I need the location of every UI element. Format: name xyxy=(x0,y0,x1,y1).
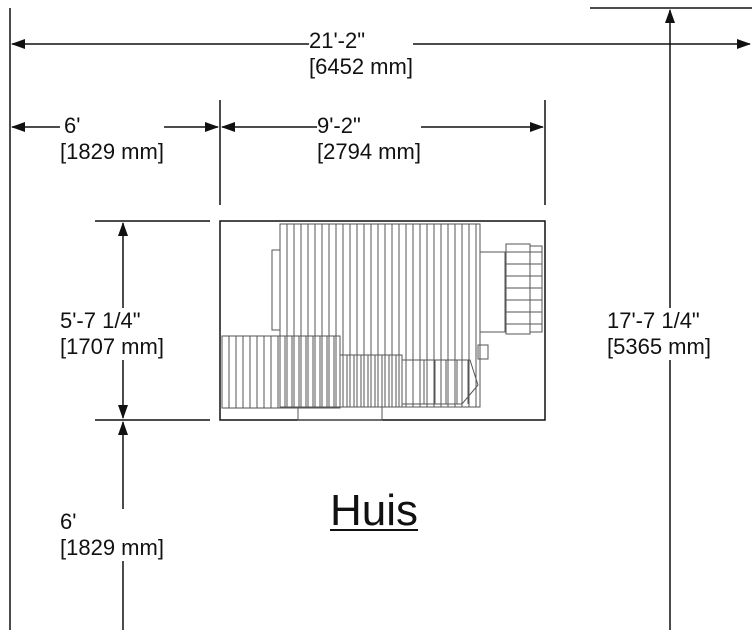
main-deck xyxy=(279,223,481,408)
left-clearance-imperial: 6' xyxy=(64,113,81,138)
unit-width-imperial: 9'-2" xyxy=(317,113,361,138)
overall-depth-metric: [5365 mm] xyxy=(607,334,711,359)
unit-depth-metric: [1707 mm] xyxy=(60,334,164,359)
unit-width-label: 9'-2" [2794 mm] xyxy=(317,113,421,165)
unit-depth-imperial: 5'-7 1/4" xyxy=(60,308,141,333)
overall-width-imperial: 21'-2" xyxy=(309,28,366,53)
overall-width-metric: [6452 mm] xyxy=(309,54,413,79)
equipment-plan xyxy=(219,220,546,421)
side-panel-left xyxy=(271,249,281,331)
corner-step-slats xyxy=(412,360,469,404)
corner-step xyxy=(401,359,479,405)
side-box xyxy=(477,344,489,360)
unit-width-metric: [2794 mm] xyxy=(317,139,421,164)
rear-cage-edge xyxy=(529,245,543,333)
overall-depth-label: 17'-7 1/4" [5365 mm] xyxy=(607,308,711,360)
left-clearance-metric: [1829 mm] xyxy=(60,139,164,164)
frame-lines xyxy=(9,7,752,630)
rear-cage xyxy=(505,243,531,335)
rear-frame xyxy=(479,251,506,333)
front-bumper xyxy=(297,406,383,421)
lower-left-slats xyxy=(228,336,335,408)
unit-depth-label: 5'-7 1/4" [1707 mm] xyxy=(60,308,164,360)
main-deck-slats xyxy=(286,224,477,407)
front-clearance-metric: [1829 mm] xyxy=(60,535,164,560)
front-clearance-label: 6' [1829 mm] xyxy=(60,509,164,561)
front-clearance-imperial: 6' xyxy=(60,509,77,534)
area-label: Huis xyxy=(330,486,419,535)
left-clearance-label: 6' [1829 mm] xyxy=(60,113,164,165)
overall-depth-imperial: 17'-7 1/4" xyxy=(607,308,700,333)
lower-middle-slats xyxy=(346,355,397,407)
rear-cage-rails xyxy=(506,251,542,325)
overall-width-label: 21'-2" [6452 mm] xyxy=(309,28,413,80)
